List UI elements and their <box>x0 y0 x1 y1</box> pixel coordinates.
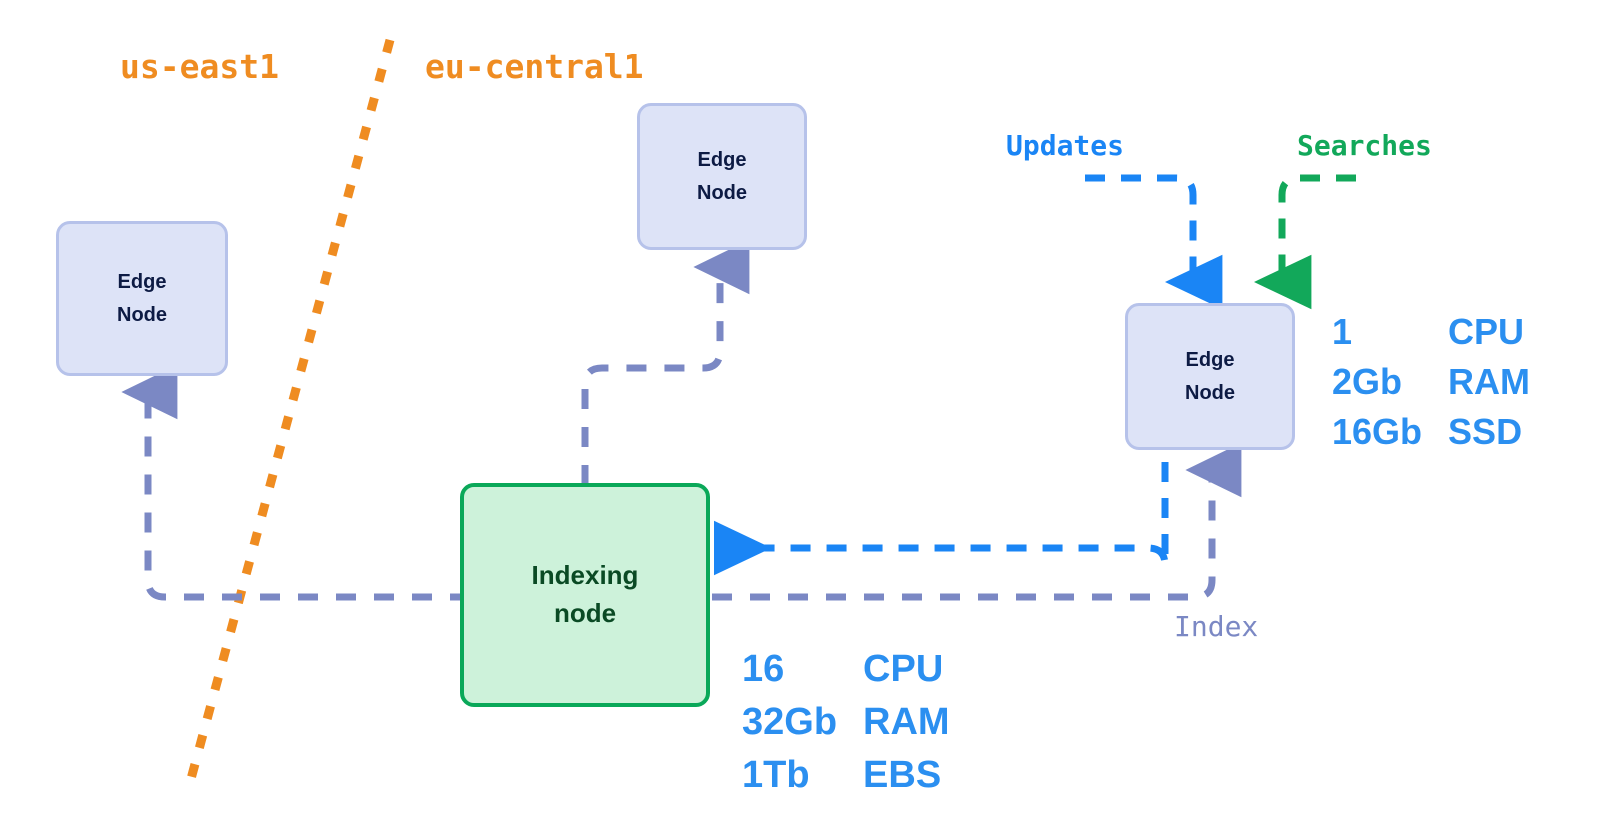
node-indexing-line2: node <box>553 598 617 628</box>
connector-updates-to-indexing <box>713 462 1169 576</box>
specs-edge-node: 1 CPU 2Gb RAM 16Gb SSD <box>1332 311 1530 453</box>
node-indexing[interactable]: Indexing node <box>460 483 710 707</box>
specs-index-ebs-value: 1Tb <box>742 754 810 796</box>
flow-label-index: Index <box>1174 610 1259 643</box>
specs-edge-ram-unit: RAM <box>1448 361 1531 402</box>
region-divider-line <box>183 38 395 792</box>
connector-updates-in <box>1085 174 1223 310</box>
specs-edge-cpu-unit: CPU <box>1448 311 1525 352</box>
connector-searches-in <box>1253 174 1356 310</box>
node-edge-west-line1: Edge <box>117 270 167 293</box>
node-edge-right-line1: Edge <box>1185 348 1235 371</box>
specs-edge-cpu-value: 1 <box>1332 311 1353 352</box>
node-edge-west[interactable]: Edge Node <box>56 221 228 376</box>
specs-edge-ssd-value: 16Gb <box>1332 411 1423 452</box>
flow-label-updates: Updates <box>1006 129 1125 162</box>
specs-index-ram-unit: RAM <box>863 701 950 743</box>
specs-index-ebs-unit: EBS <box>863 754 942 796</box>
specs-edge-ram-value: 2Gb <box>1332 361 1403 402</box>
specs-index-ram-value: 32Gb <box>742 701 838 743</box>
connector-index-to-edge-right <box>712 442 1242 601</box>
node-edge-top[interactable]: Edge Node <box>637 103 807 250</box>
node-edge-right[interactable]: Edge Node <box>1125 303 1295 450</box>
node-edge-top-line2: Node <box>697 181 747 204</box>
node-edge-right-line2: Node <box>1185 381 1235 404</box>
specs-indexing-node: 16 CPU 32Gb RAM 1Tb EBS <box>742 648 950 797</box>
node-edge-top-line1: Edge <box>697 148 747 171</box>
connector-index-to-edge-top <box>581 239 750 485</box>
specs-index-cpu-unit: CPU <box>863 648 944 690</box>
node-edge-west-line2: Node <box>117 303 167 326</box>
specs-index-cpu-value: 16 <box>742 648 785 690</box>
region-label-us-east1: us-east1 <box>120 47 279 86</box>
connector-index-to-edge-west <box>121 364 470 601</box>
region-label-eu-central1: eu-central1 <box>425 47 644 86</box>
flow-label-searches: Searches <box>1297 129 1432 162</box>
node-indexing-line1: Indexing <box>531 560 639 591</box>
specs-edge-ssd-unit: SSD <box>1448 411 1523 452</box>
